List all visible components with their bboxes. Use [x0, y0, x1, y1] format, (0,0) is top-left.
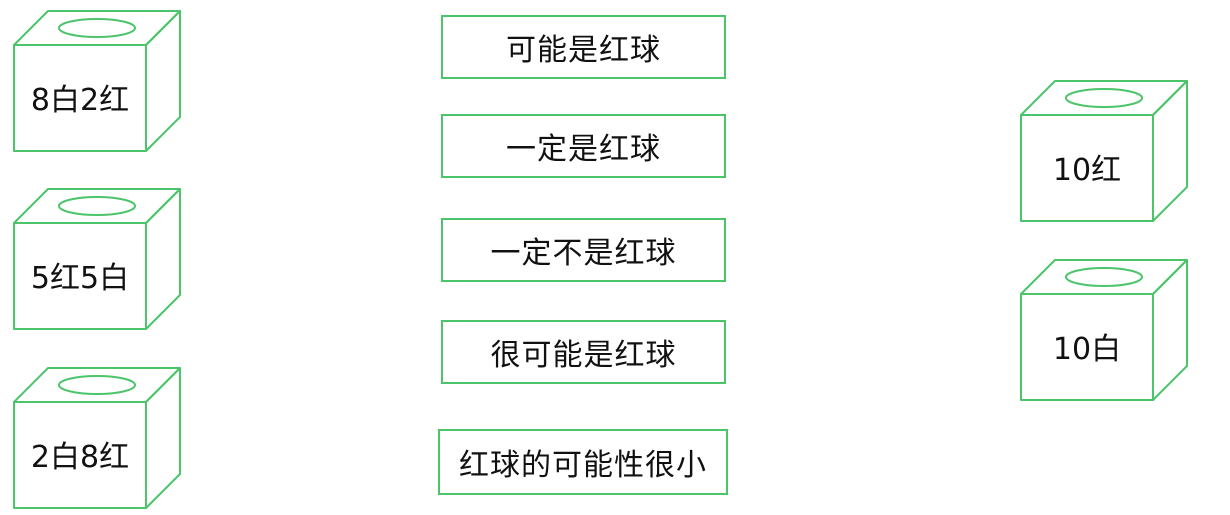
box-label: 10白	[1052, 332, 1122, 367]
box-label: 8白2红	[30, 83, 130, 118]
box-5-red-5-white: 5红5白	[12, 187, 182, 331]
box-label: 10红	[1052, 153, 1122, 188]
box-label: 5红5白	[30, 261, 130, 296]
statement-certainly-not-red: 一定不是红球	[441, 218, 726, 282]
box-outline-icon	[1020, 80, 1188, 222]
statement-very-likely-red: 很可能是红球	[441, 320, 726, 384]
box-outline-icon	[13, 367, 181, 509]
box-outline-icon	[13, 188, 181, 330]
box-10-red: 10红	[1019, 79, 1189, 223]
statement-certainly-red: 一定是红球	[441, 114, 726, 178]
box-10-white: 10白	[1019, 258, 1189, 402]
statement-maybe-red: 可能是红球	[441, 15, 726, 79]
box-label: 2白8红	[30, 440, 130, 475]
statement-red-unlikely: 红球的可能性很小	[438, 429, 728, 495]
box-8-white-2-red: 8白2红	[12, 9, 182, 153]
box-outline-icon	[13, 10, 181, 152]
box-outline-icon	[1020, 259, 1188, 401]
box-2-white-8-red: 2白8红	[12, 366, 182, 510]
